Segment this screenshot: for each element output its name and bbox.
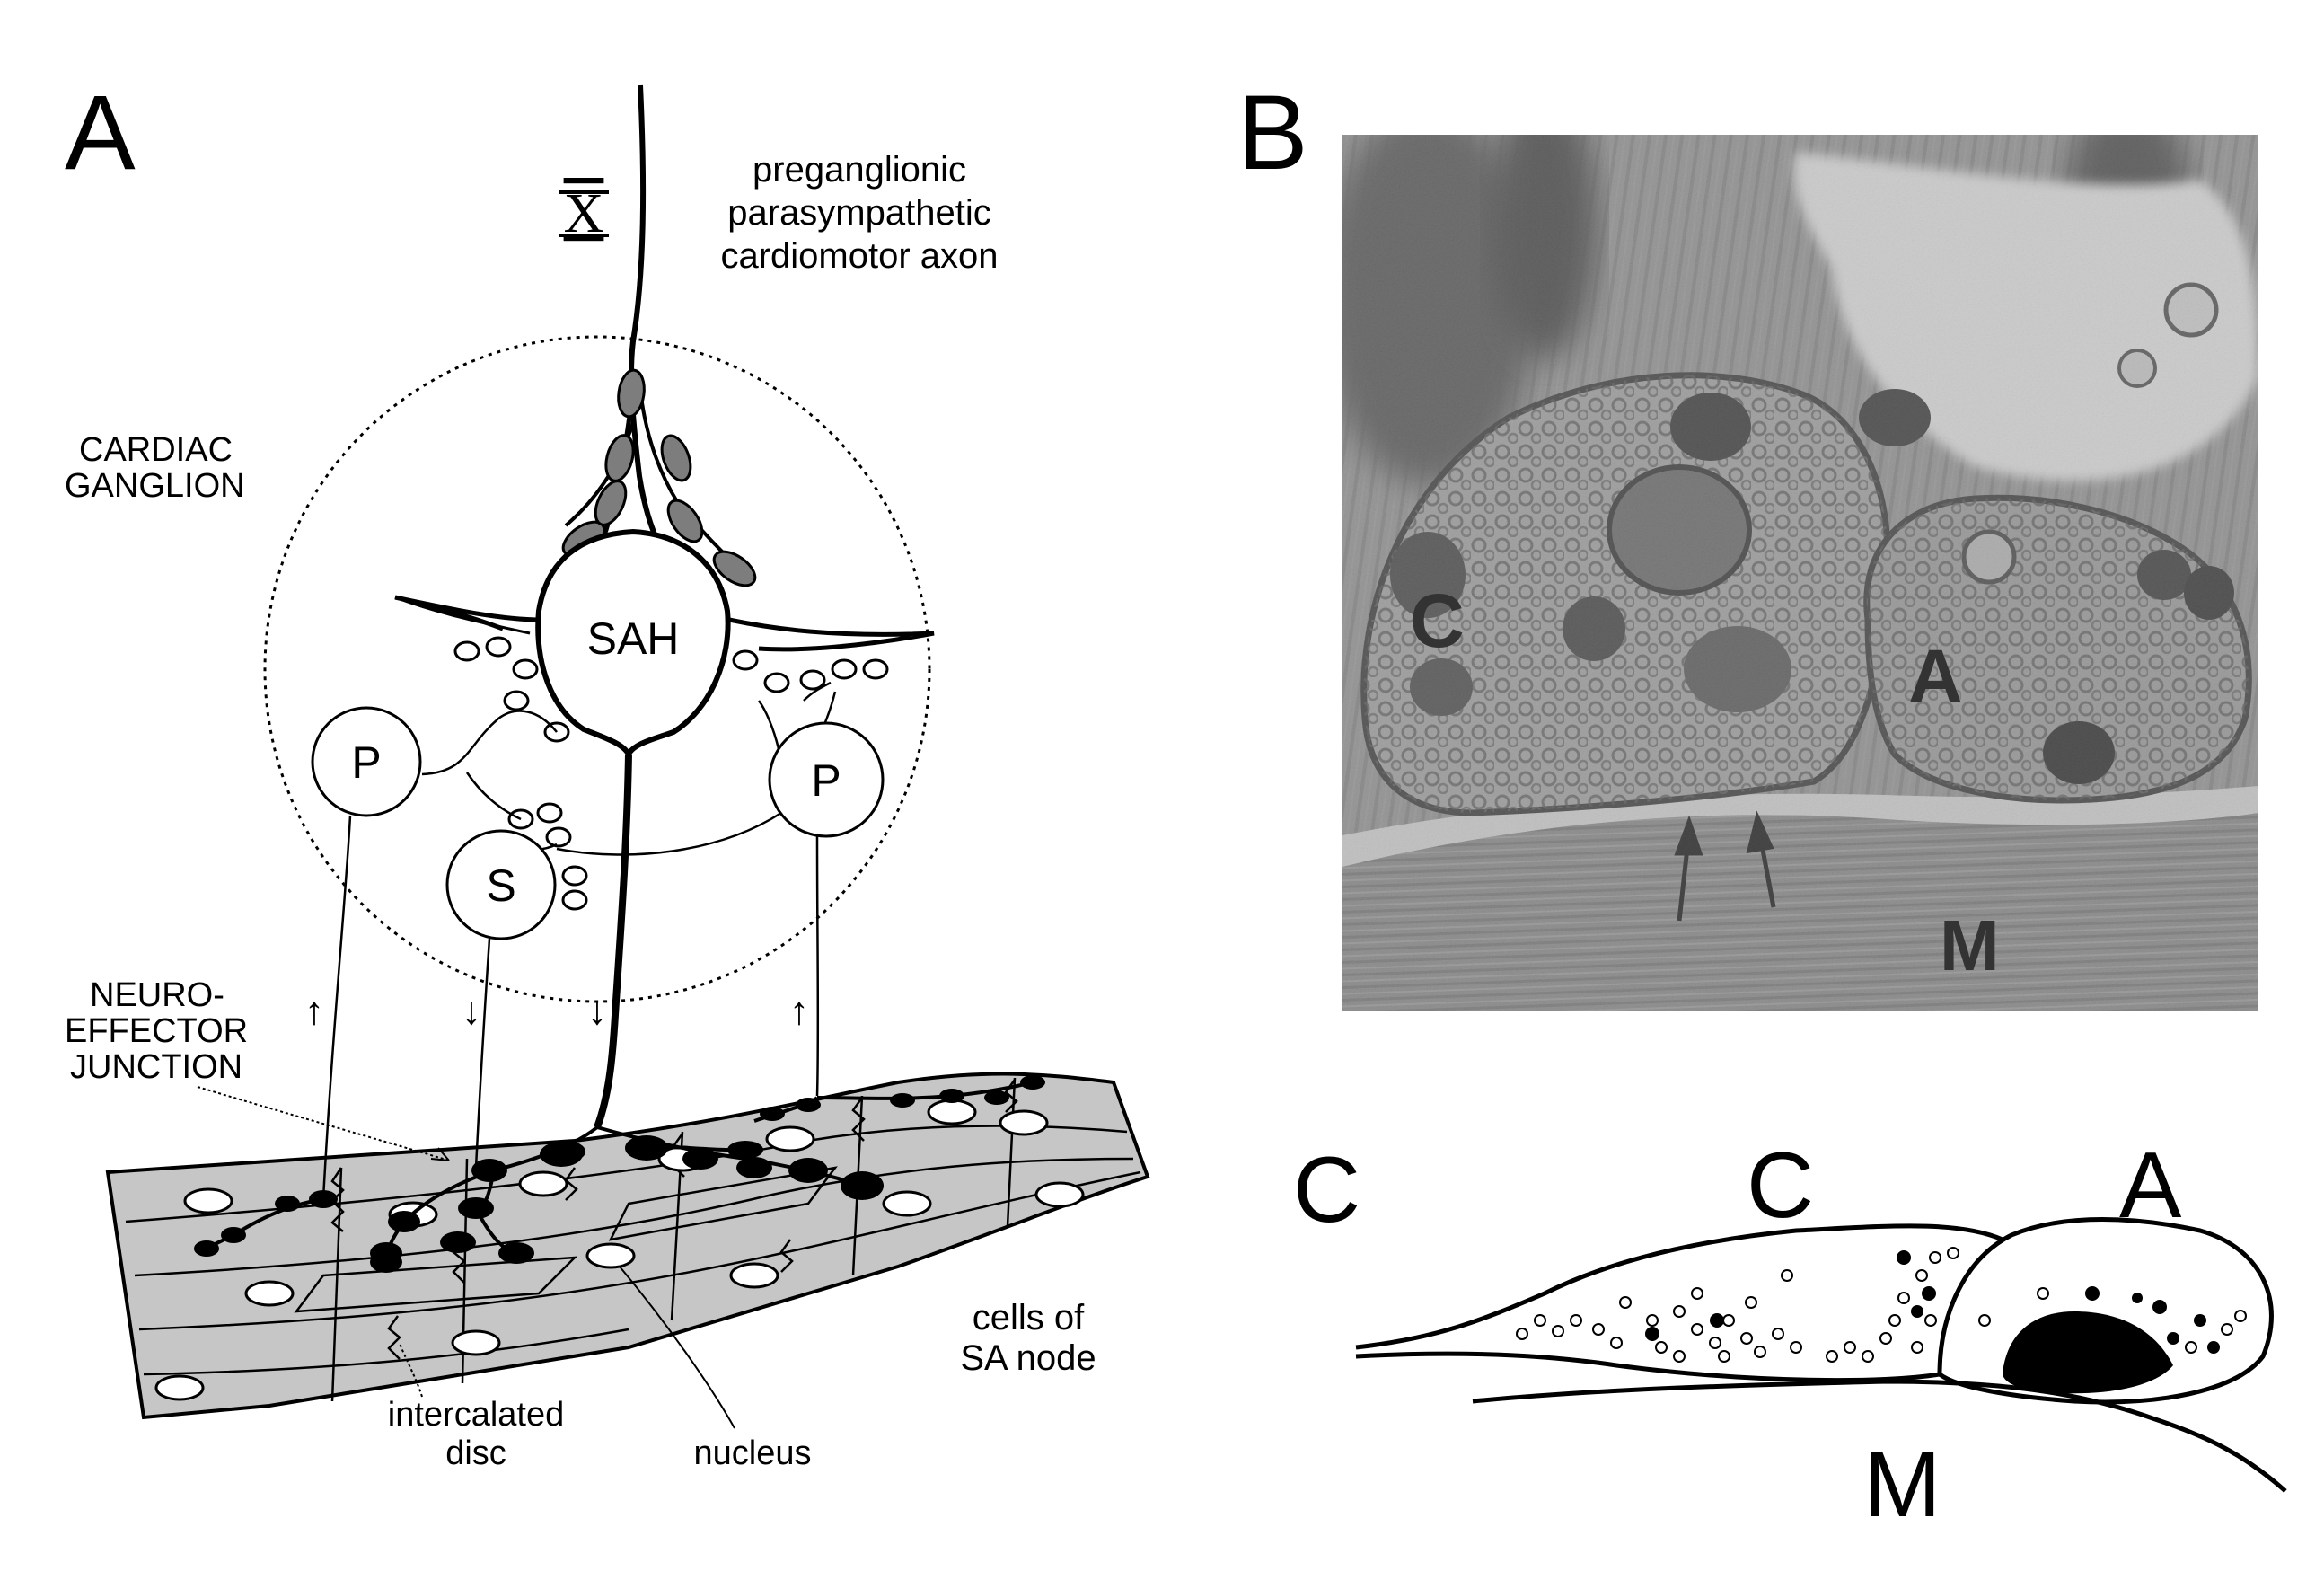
sah-label: SAH	[587, 613, 680, 664]
schematic-a-label: A	[2119, 1134, 2182, 1238]
axon-label-line-1: preganglionic	[753, 150, 966, 190]
ganglion-label-line-2: GANGLION	[65, 467, 245, 505]
postganglionic-fibres	[321, 815, 820, 1200]
nucleus-label: nucleus	[694, 1434, 812, 1472]
axon-label-line-3: cardiomotor axon	[720, 236, 998, 276]
terminal-branches	[206, 1081, 1034, 1263]
sah-neuron	[394, 528, 935, 1129]
p-left-label: P	[351, 737, 381, 788]
axon-label: preganglionic parasympathetic cardiomoto…	[720, 150, 998, 276]
p-cell-left	[311, 706, 422, 817]
micrograph-c-label: C	[1410, 578, 1465, 663]
schematic-dense-vesicles	[1645, 1250, 2220, 1354]
sa-node-label: cells of SA node	[960, 1298, 1096, 1378]
schematic-vesicles	[1516, 1247, 1959, 1363]
s-label: S	[486, 861, 515, 911]
junction-label-line-1: NEURO-	[90, 976, 224, 1014]
arrow-down-s: ↓	[462, 989, 481, 1033]
junction-label-line-3: JUNCTION	[70, 1048, 242, 1086]
micrograph-m-label: M	[1940, 905, 2000, 985]
s-cell	[445, 829, 557, 940]
sa-node-label-line-2: SA node	[960, 1338, 1096, 1378]
panel-a-label: A	[65, 74, 136, 192]
preganglionic-axon	[564, 84, 734, 578]
schematic-c-left-label: C	[1293, 1138, 1360, 1242]
junction-label: NEURO- EFFECTOR JUNCTION	[65, 976, 248, 1086]
arrow-up-left: ↑	[304, 989, 324, 1033]
cardiac-ganglion-boundary	[263, 335, 931, 1003]
electron-micrograph: C A M	[1342, 135, 2258, 1011]
arrow-down-sah: ↓	[587, 989, 607, 1033]
micrograph-a-label: A	[1908, 634, 1963, 719]
schematic-vesicles-a	[1978, 1287, 2247, 1354]
nucleus-leader	[619, 1266, 735, 1429]
sa-node-label-line-1: cells of	[973, 1298, 1085, 1337]
sa-node-tissue	[105, 1072, 1150, 1420]
arrow-up-right: ↑	[789, 989, 809, 1033]
disc-label-line-2: disc	[445, 1434, 506, 1472]
p-cell-right	[768, 721, 885, 838]
sah-boutons	[453, 636, 889, 911]
disc-leader	[399, 1342, 423, 1398]
ganglion-label-line-1: CARDIAC	[79, 431, 233, 469]
p-right-label: P	[811, 755, 841, 806]
terminal-schematic	[1355, 1217, 2287, 1493]
ganglion-label: CARDIAC GANGLION	[65, 431, 245, 505]
intercalated-disc-label: intercalated disc	[388, 1396, 564, 1472]
junction-leader	[197, 1086, 450, 1161]
disc-label-line-1: intercalated	[388, 1396, 564, 1434]
schematic-c-mid-label: C	[1747, 1134, 1814, 1238]
panel-b-label: B	[1237, 74, 1308, 192]
schematic-m-label: M	[1863, 1433, 1941, 1537]
junction-label-line-2: EFFECTOR	[65, 1012, 248, 1050]
junction-arrowhead	[430, 1147, 450, 1161]
axon-label-line-2: parasympathetic	[727, 193, 990, 233]
